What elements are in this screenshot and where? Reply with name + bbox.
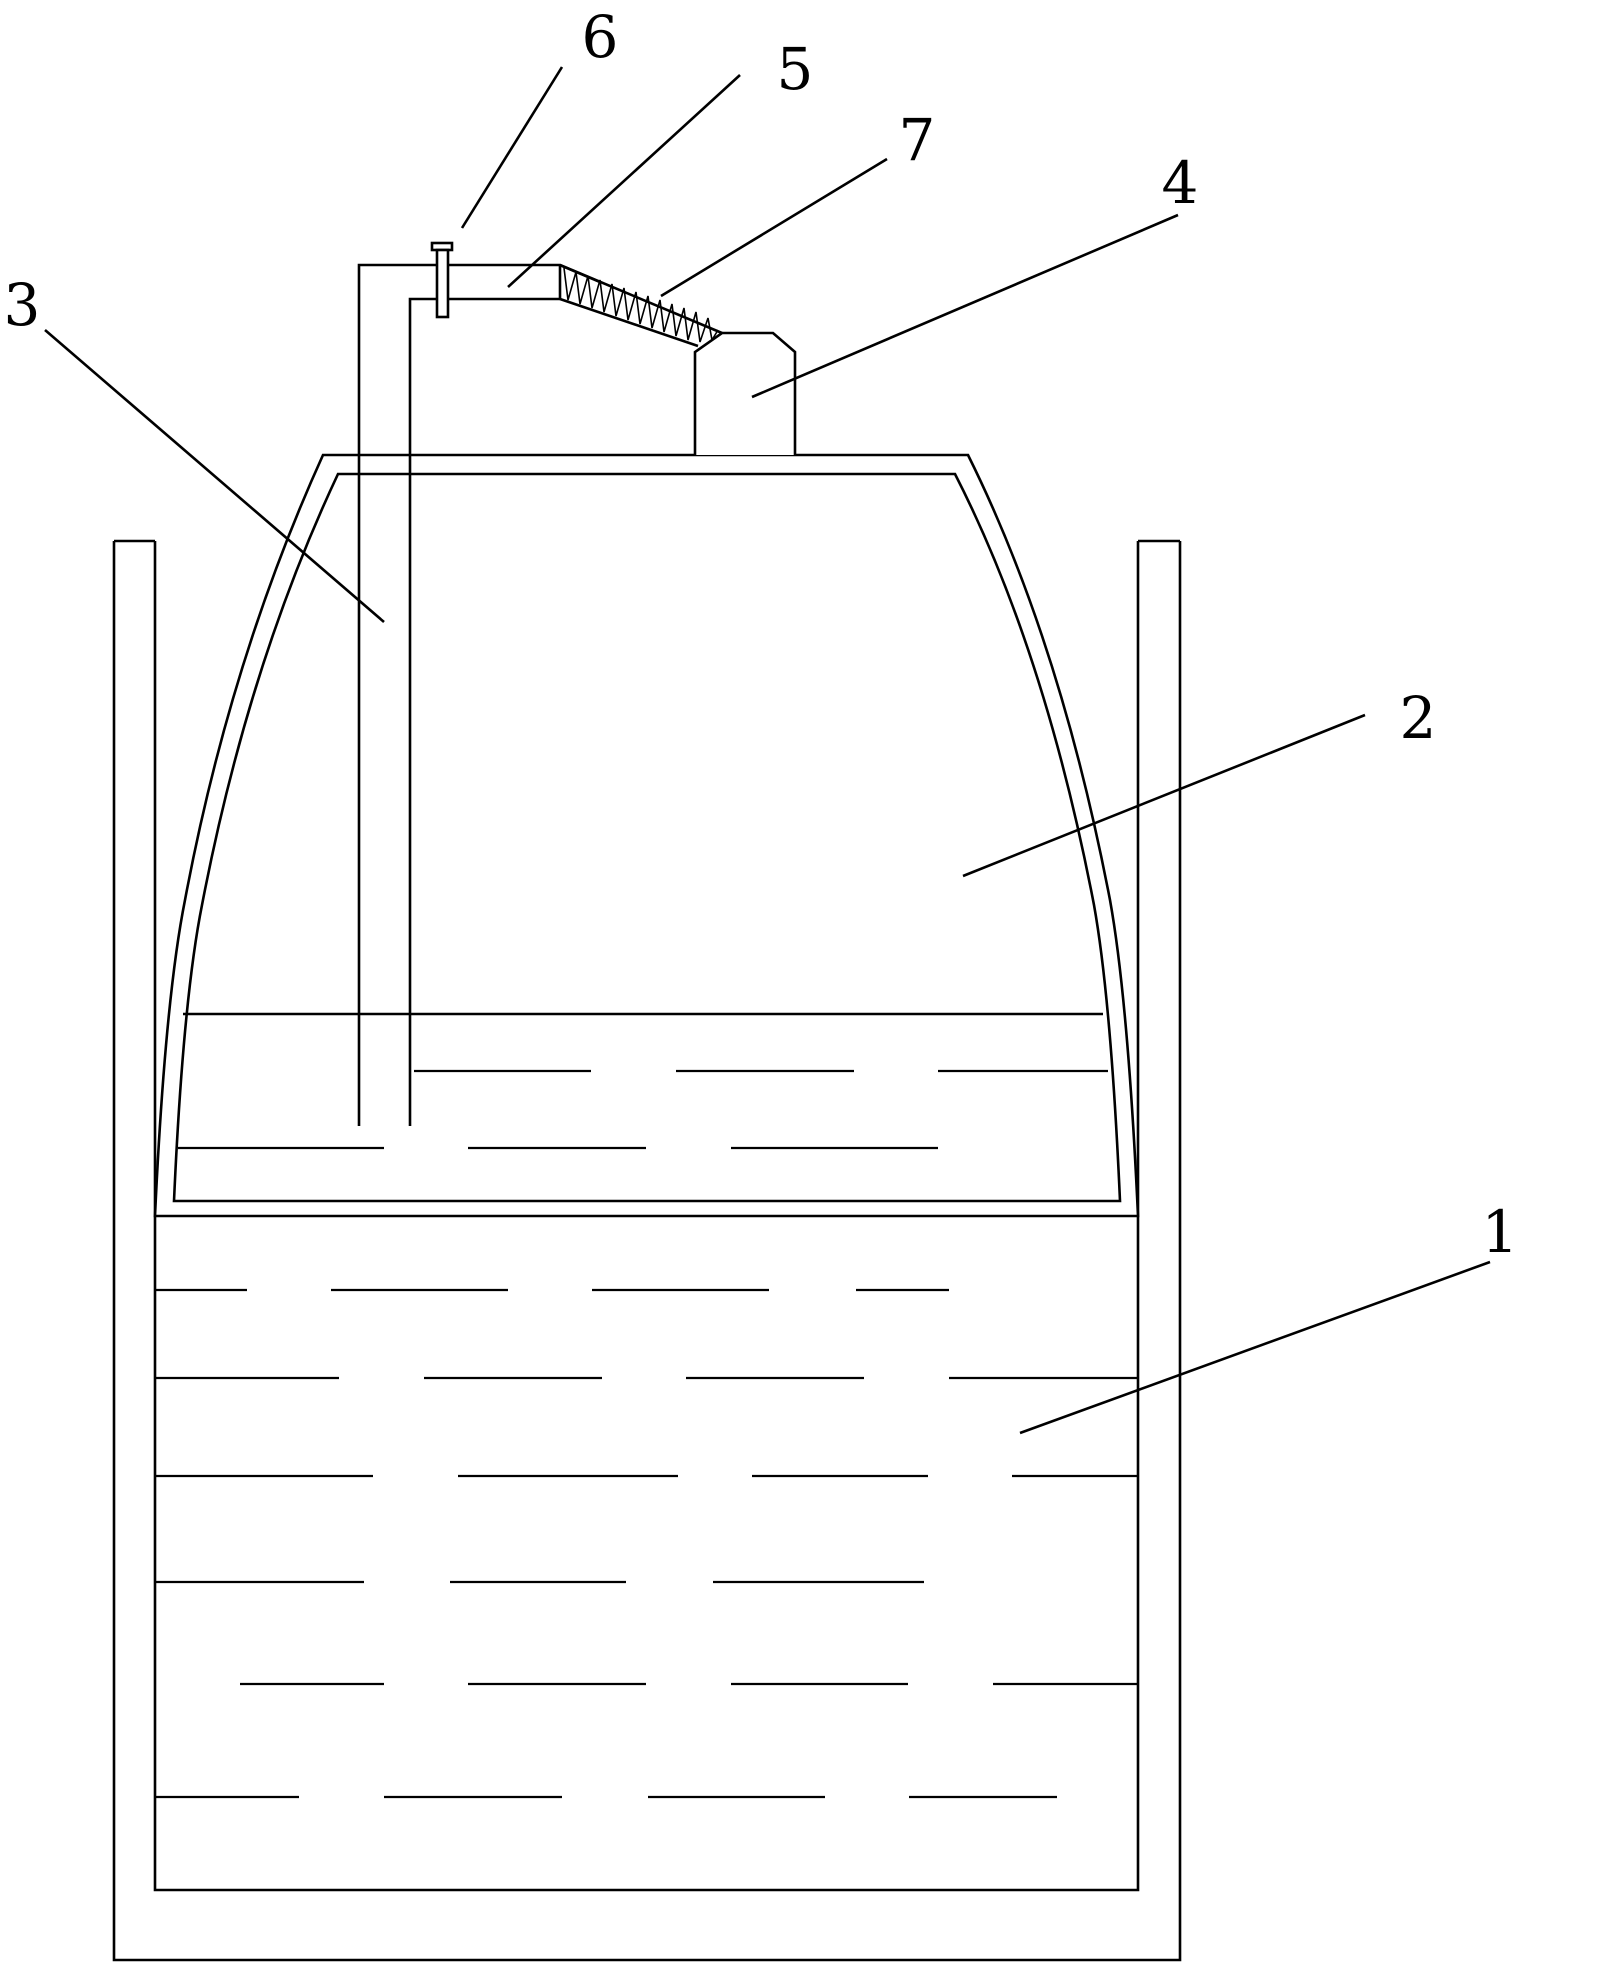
leader-lines (44, 66, 1491, 1435)
inner-vessel-outer-wall (153, 453, 1140, 1218)
callout-4: 4 (1162, 149, 1199, 217)
callout-1: 1 (1482, 1198, 1519, 1266)
callout-7: 7 (899, 106, 936, 174)
outer-container-outer-wall (112, 541, 1182, 1962)
callout-2: 2 (1400, 684, 1437, 752)
outer-liquid-lines (155, 1288, 1138, 1799)
callout-5: 5 (777, 35, 814, 103)
callout-6: 6 (582, 3, 619, 71)
conduit-inner-wall (408, 297, 560, 1126)
valve (430, 241, 454, 319)
inner-liquid-lines (178, 1069, 1108, 1150)
inner-vessel-inner-wall (172, 472, 1122, 1203)
callout-3: 3 (4, 271, 41, 339)
top-box (693, 331, 797, 455)
coil-section (558, 263, 723, 348)
